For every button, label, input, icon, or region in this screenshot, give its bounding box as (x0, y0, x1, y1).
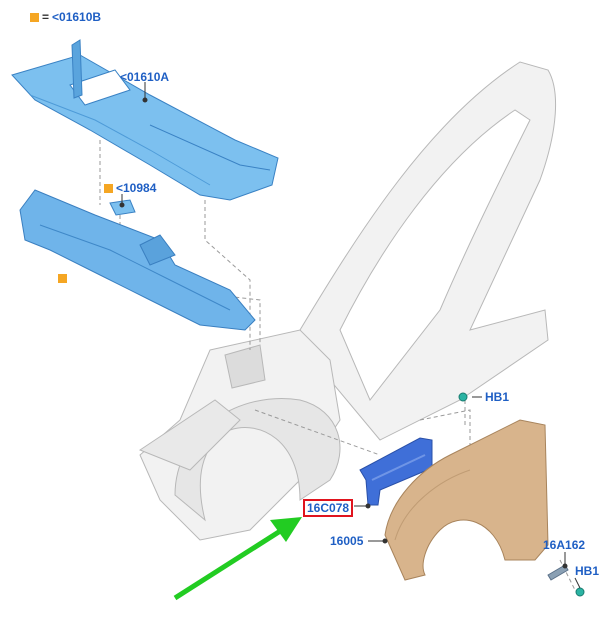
cowl-top-panel (11, 39, 279, 201)
small-bracket (109, 199, 136, 216)
label-clip[interactable]: 16A162 (543, 538, 586, 552)
label-bracket-main[interactable]: 16C078 (303, 499, 354, 517)
clip-part (547, 564, 569, 581)
marker-square-icon (30, 13, 39, 22)
hb1-bottom-bolt (575, 587, 585, 597)
marker-square-icon (58, 274, 67, 283)
main-bracket (359, 437, 433, 506)
fender-panel (384, 419, 549, 581)
label-hb1-top[interactable]: HB1 (485, 390, 510, 404)
fasteners (458, 392, 585, 597)
pointer-arrow (173, 517, 302, 601)
callout-lines (119, 82, 581, 589)
hb1-top-bolt (458, 392, 468, 402)
label-hb1-bottom[interactable]: HB1 (575, 564, 600, 578)
marker-square-icon (104, 184, 113, 193)
legend-equals: = (42, 10, 50, 24)
legend: =<01610B (30, 10, 101, 24)
cowl-lower-panel (19, 189, 256, 331)
body-side-frame (138, 61, 556, 541)
legend-code: <01610B (52, 10, 102, 24)
label-cowl-top[interactable]: <01610A (120, 70, 170, 84)
label-fender[interactable]: 16005 (330, 534, 364, 548)
label-bracket-small[interactable]: <10984 (104, 181, 156, 195)
